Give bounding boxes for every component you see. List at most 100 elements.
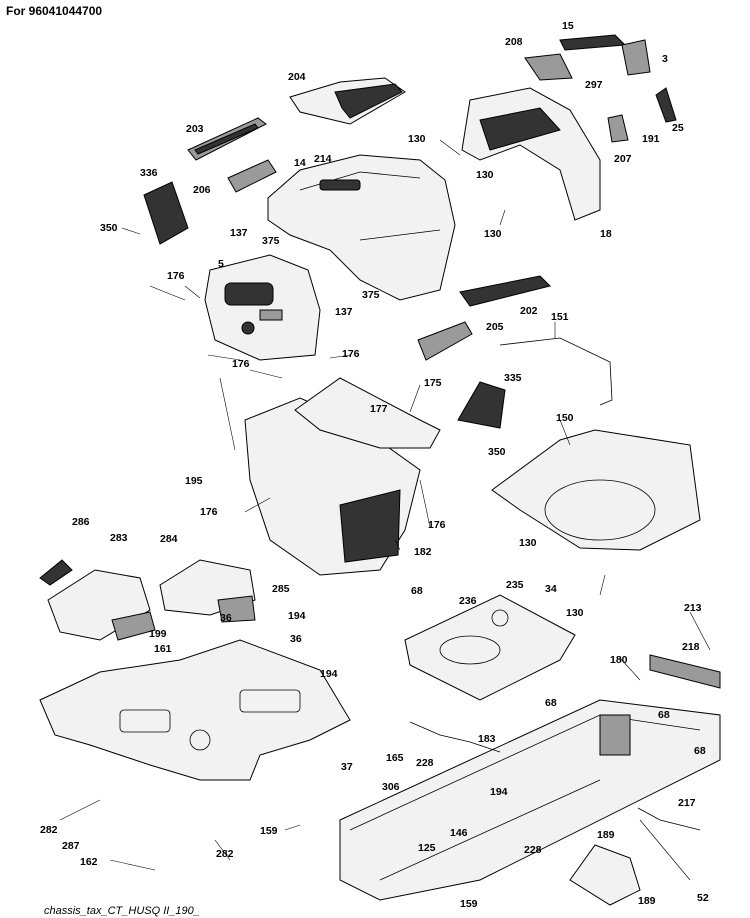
callout-label: 194 xyxy=(320,668,338,680)
rod-part xyxy=(637,807,701,831)
callout-label: 204 xyxy=(288,71,306,83)
callout-label: 182 xyxy=(414,546,432,558)
bracket-part xyxy=(417,321,473,361)
callout-label: 5 xyxy=(218,258,224,270)
callout-label: 283 xyxy=(110,532,128,544)
callout-label: 287 xyxy=(62,840,80,852)
clip-part xyxy=(655,87,677,123)
callout-label: 130 xyxy=(408,133,426,145)
bracket-part xyxy=(607,114,629,143)
bracket-part xyxy=(294,377,441,449)
deck-cover-part xyxy=(491,429,701,551)
seat-bracket-part xyxy=(569,844,641,906)
callout-label: 137 xyxy=(335,306,353,318)
callout-label: 130 xyxy=(476,169,494,181)
callout-label: 176 xyxy=(428,519,446,531)
callout-label: 205 xyxy=(486,321,504,333)
callout-label: 214 xyxy=(314,153,332,165)
callout-label: 285 xyxy=(272,583,290,595)
callout-label: 235 xyxy=(506,579,524,591)
callout-label: 218 xyxy=(682,641,700,653)
callout-label: 375 xyxy=(362,289,380,301)
callout-label: 25 xyxy=(672,122,684,134)
panel-part xyxy=(111,611,156,641)
callout-label: 151 xyxy=(551,311,569,323)
page-title: For 96041044700 xyxy=(6,4,103,18)
callout-label: 194 xyxy=(490,786,508,798)
latch-part xyxy=(621,39,651,76)
callout-label: 286 xyxy=(72,516,90,528)
callout-label: 159 xyxy=(260,825,278,837)
hood-part xyxy=(267,154,456,301)
linkage-part xyxy=(499,337,613,406)
callout-label: 137 xyxy=(230,227,248,239)
callout-label: 161 xyxy=(154,643,172,655)
callout-label: 199 xyxy=(149,628,167,640)
callout-label: 165 xyxy=(386,752,404,764)
callout-label: 284 xyxy=(160,533,178,545)
decal-part xyxy=(227,159,277,193)
callout-label: 306 xyxy=(382,781,400,793)
body-part xyxy=(39,639,351,781)
callout-label: 375 xyxy=(262,235,280,247)
callout-label: 18 xyxy=(600,228,612,240)
front-grille-part xyxy=(459,275,551,307)
callout-label: 297 xyxy=(585,79,603,91)
callout-label: 207 xyxy=(614,153,632,165)
callout-label: 37 xyxy=(341,761,353,773)
callout-label: 213 xyxy=(684,602,702,614)
callout-label: 36 xyxy=(220,612,232,624)
callout-label: 282 xyxy=(40,824,58,836)
callout-label: 130 xyxy=(484,228,502,240)
callout-label: 350 xyxy=(100,222,118,234)
callout-label: 236 xyxy=(459,595,477,607)
bar-part xyxy=(649,654,721,689)
callout-label: 180 xyxy=(610,654,628,666)
callout-label: 217 xyxy=(678,797,696,809)
callout-label: 202 xyxy=(520,305,538,317)
callout-label: 206 xyxy=(193,184,211,196)
callout-label: 68 xyxy=(545,697,557,709)
callout-label: 183 xyxy=(478,733,496,745)
callout-label: 228 xyxy=(416,757,434,769)
knob-part xyxy=(217,595,256,623)
callout-label: 282 xyxy=(216,848,234,860)
callout-label: 52 xyxy=(697,892,709,904)
grille-part xyxy=(187,117,267,161)
callout-label: 68 xyxy=(694,745,706,757)
callout-label: 176 xyxy=(200,506,218,518)
callout-label: 203 xyxy=(186,123,204,135)
rod-part xyxy=(409,721,501,753)
callout-label: 189 xyxy=(597,829,615,841)
callout-label: 176 xyxy=(232,358,250,370)
callout-label: 14 xyxy=(294,157,306,169)
callout-label: 125 xyxy=(418,842,436,854)
callout-label: 176 xyxy=(167,270,185,282)
callout-label: 3 xyxy=(662,53,668,65)
callout-label: 150 xyxy=(556,412,574,424)
callout-label: 189 xyxy=(638,895,656,907)
callout-label: 176 xyxy=(342,348,360,360)
callout-label: 68 xyxy=(658,709,670,721)
callout-label: 130 xyxy=(566,607,584,619)
handle-part xyxy=(559,34,627,51)
side-panel-part xyxy=(143,181,189,245)
frame-part xyxy=(339,699,721,901)
callout-label: 195 xyxy=(185,475,203,487)
bumper-part xyxy=(461,87,601,221)
callout-label: 335 xyxy=(504,372,522,384)
callout-label: 350 xyxy=(488,446,506,458)
callout-label: 228 xyxy=(524,844,542,856)
callout-label: 175 xyxy=(424,377,442,389)
bracket-part xyxy=(524,53,573,81)
callout-label: 130 xyxy=(519,537,537,549)
callout-label: 336 xyxy=(140,167,158,179)
callout-label: 162 xyxy=(80,856,98,868)
callout-label: 191 xyxy=(642,133,660,145)
callout-label: 36 xyxy=(290,633,302,645)
callout-label: 15 xyxy=(562,20,574,32)
hood-vent-part xyxy=(289,77,406,125)
side-panel-part xyxy=(457,381,506,429)
callout-label: 208 xyxy=(505,36,523,48)
